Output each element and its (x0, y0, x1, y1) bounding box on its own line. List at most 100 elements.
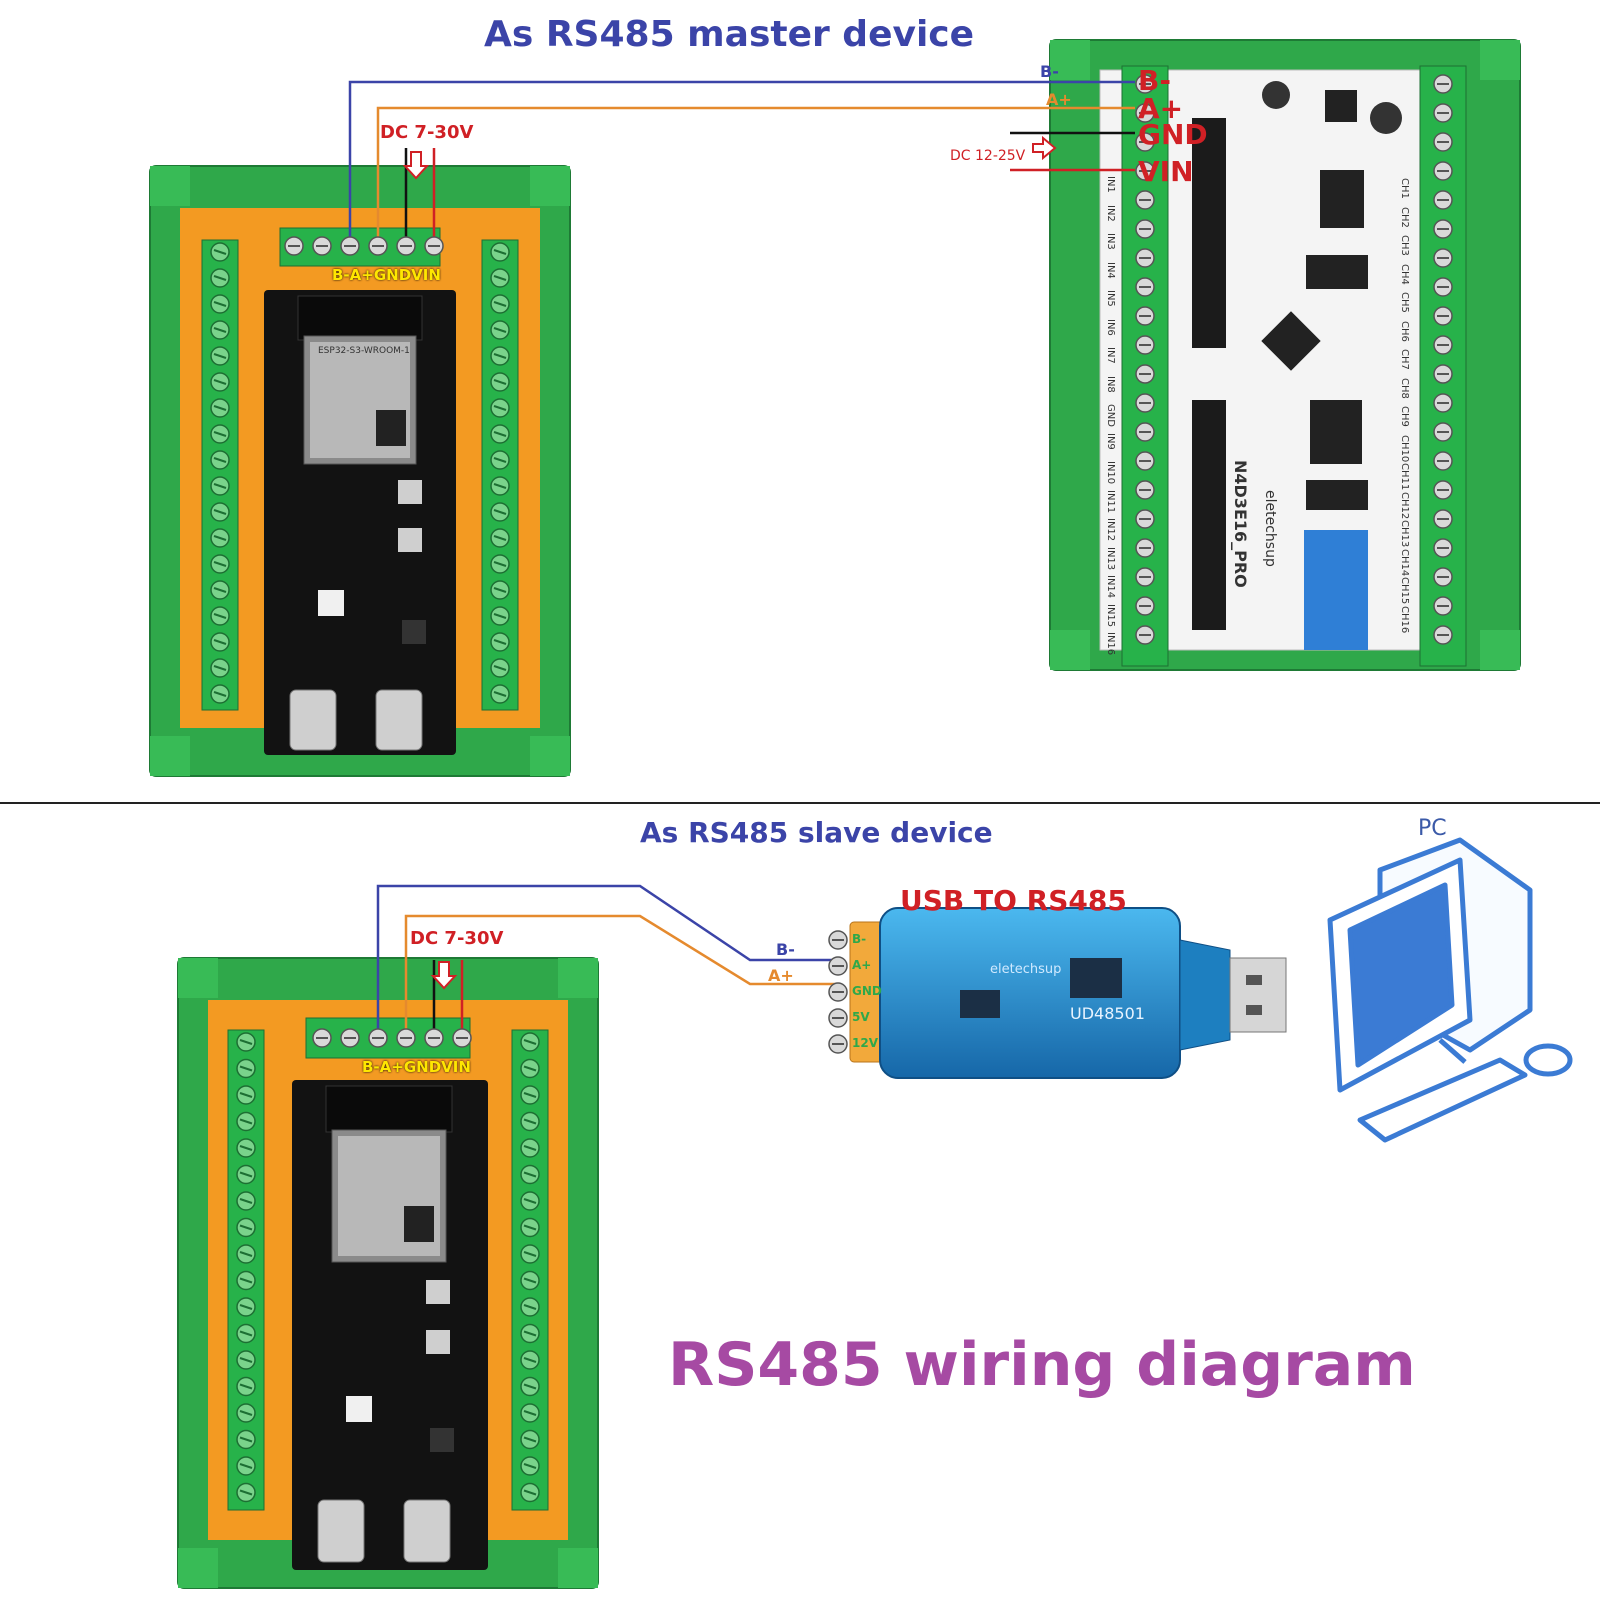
io-output-label: CH14 (1399, 548, 1410, 576)
terminal-screw (1433, 480, 1453, 500)
terminal-screw (490, 632, 510, 652)
top-io-board (1049, 39, 1521, 671)
terminal-screw (1433, 393, 1453, 413)
top-wire-a-label: A+ (1046, 90, 1072, 109)
io-input-label: IN5 (1105, 290, 1116, 307)
terminal-screw (210, 268, 230, 288)
top-wire-b-label: B- (1040, 62, 1059, 81)
io-input-label: IN9 (1105, 432, 1116, 450)
terminal-screw (236, 1164, 256, 1185)
terminal-screw (424, 1028, 444, 1048)
terminal-screw (284, 236, 304, 256)
terminal-screw (210, 554, 230, 574)
terminal-screw (490, 372, 510, 392)
terminal-screw (1135, 248, 1155, 268)
diagram-caption: RS485 wiring diagram (668, 1330, 1416, 1400)
terminal-screw (520, 1111, 540, 1132)
terminal-screw (1135, 480, 1155, 500)
bottom-wire-b-label: B- (776, 940, 795, 959)
terminal-screw (210, 398, 230, 418)
terminal-screw (520, 1403, 540, 1423)
terminal-screw (1135, 219, 1155, 239)
io-input-label: IN10 (1105, 461, 1116, 485)
terminal-screw (236, 1403, 256, 1423)
terminal-screw (1433, 364, 1453, 384)
terminal-screw (452, 1028, 472, 1048)
terminal-screw (828, 1034, 848, 1054)
io-output-label: CH15 (1399, 577, 1410, 605)
terminal-screw (1135, 596, 1155, 616)
terminal-screw (1433, 219, 1453, 239)
terminal-screw (1433, 306, 1453, 326)
terminal-screw (520, 1482, 540, 1503)
io-output-label: CH4 (1399, 263, 1410, 285)
io-output-label: CH16 (1399, 605, 1410, 633)
terminal-screw (490, 294, 510, 314)
terminal-screw (828, 930, 848, 950)
terminal-screw (236, 1482, 256, 1503)
terminal-screw (1135, 277, 1155, 297)
terminal-screw (236, 1138, 256, 1158)
usb-brand-label: eletechsup (990, 962, 1062, 977)
terminal-screw (424, 236, 444, 256)
terminal-screw (490, 684, 510, 704)
terminal-screw (236, 1111, 256, 1132)
terminal-screw (828, 982, 848, 1002)
terminal-screw (1135, 335, 1155, 355)
terminal-screw (520, 1164, 540, 1185)
terminal-screw (1433, 132, 1453, 152)
bottom-supply-label: DC 7-30V (410, 928, 504, 949)
terminal-screw (210, 476, 230, 496)
usb-model-label: UD48501 (1070, 1004, 1145, 1023)
usb-pin-label: A+ (852, 958, 872, 972)
io-board-brand: eletechsup (1262, 490, 1278, 567)
io-output-label: CH11 (1399, 463, 1410, 491)
terminal-screw (236, 1191, 256, 1211)
terminal-screw (1433, 161, 1453, 181)
terminal-screw (520, 1456, 540, 1476)
terminal-screw (1135, 422, 1155, 442)
terminal-screw (490, 658, 510, 678)
terminal-screw (1135, 451, 1155, 471)
usb-pin-label: 12V (852, 1036, 878, 1050)
usb-to-rs485-adapter (849, 907, 1287, 1079)
terminal-screw (490, 268, 510, 288)
io-input-label: IN15 (1105, 603, 1116, 627)
io-output-label: CH5 (1399, 292, 1410, 313)
terminal-screw (520, 1138, 540, 1158)
terminal-screw (210, 346, 230, 366)
terminal-screw (520, 1270, 540, 1291)
usb-pin-label: GND (852, 984, 882, 998)
terminal-screw (1433, 596, 1453, 616)
terminal-screw (210, 372, 230, 392)
terminal-screw (490, 242, 510, 262)
io-input-label: IN11 (1105, 489, 1116, 513)
io-output-label: CH6 (1399, 320, 1410, 342)
io-supply-arrow-icon (1032, 135, 1057, 161)
section-divider (0, 802, 1600, 804)
usb-pin-label: B- (852, 932, 867, 946)
terminal-screw (490, 476, 510, 496)
terminal-screw (1135, 625, 1155, 645)
io-output-label: CH1 (1399, 178, 1410, 199)
terminal-screw (1135, 190, 1155, 210)
io-input-label: IN6 (1105, 318, 1116, 336)
io-terminal-a: A+ (1138, 92, 1184, 125)
terminal-screw (236, 1323, 256, 1344)
terminal-screw (1135, 393, 1155, 413)
terminal-screw (520, 1085, 540, 1105)
terminal-screw (1433, 248, 1453, 268)
terminal-screw (210, 294, 230, 314)
top-supply-arrow-icon (402, 151, 430, 180)
terminal-screw (490, 346, 510, 366)
esp-module-name: ESP32-S3-WROOM-1 (318, 346, 410, 356)
io-input-label: IN2 (1105, 204, 1116, 222)
io-input-label: IN8 (1105, 375, 1116, 393)
terminal-screw (210, 528, 230, 548)
terminal-screw (340, 236, 360, 256)
terminal-screw (210, 424, 230, 444)
terminal-screw (520, 1217, 540, 1238)
terminal-screw (490, 450, 510, 470)
terminal-screw (236, 1429, 256, 1450)
